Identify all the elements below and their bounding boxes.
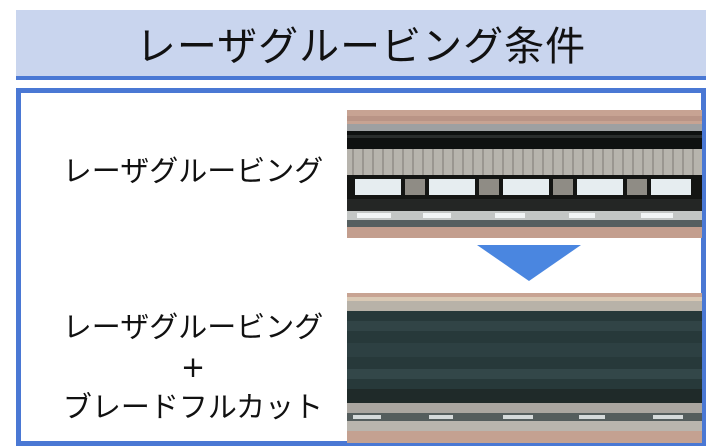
- comparison-panel: レーザグルービング: [16, 88, 706, 446]
- page-title: レーザグルービング条件: [135, 24, 587, 70]
- down-arrow-icon: [477, 245, 581, 281]
- laser-grooving-photo: [347, 110, 702, 238]
- condition-label-line-3: ブレードフルカット: [62, 390, 324, 424]
- plus-sign: +: [180, 350, 206, 384]
- condition-label-line-1: レーザグルービング: [62, 310, 324, 344]
- condition-label-laser-grooving: レーザグルービング: [43, 151, 343, 191]
- condition-label-text: レーザグルービング: [62, 154, 324, 188]
- title-bar: レーザグルービング条件: [16, 10, 706, 80]
- laser-grooving-blade-full-cut-photo: [347, 293, 702, 443]
- condition-label-grooving-plus-full-cut: レーザグルービング + ブレードフルカット: [43, 307, 343, 427]
